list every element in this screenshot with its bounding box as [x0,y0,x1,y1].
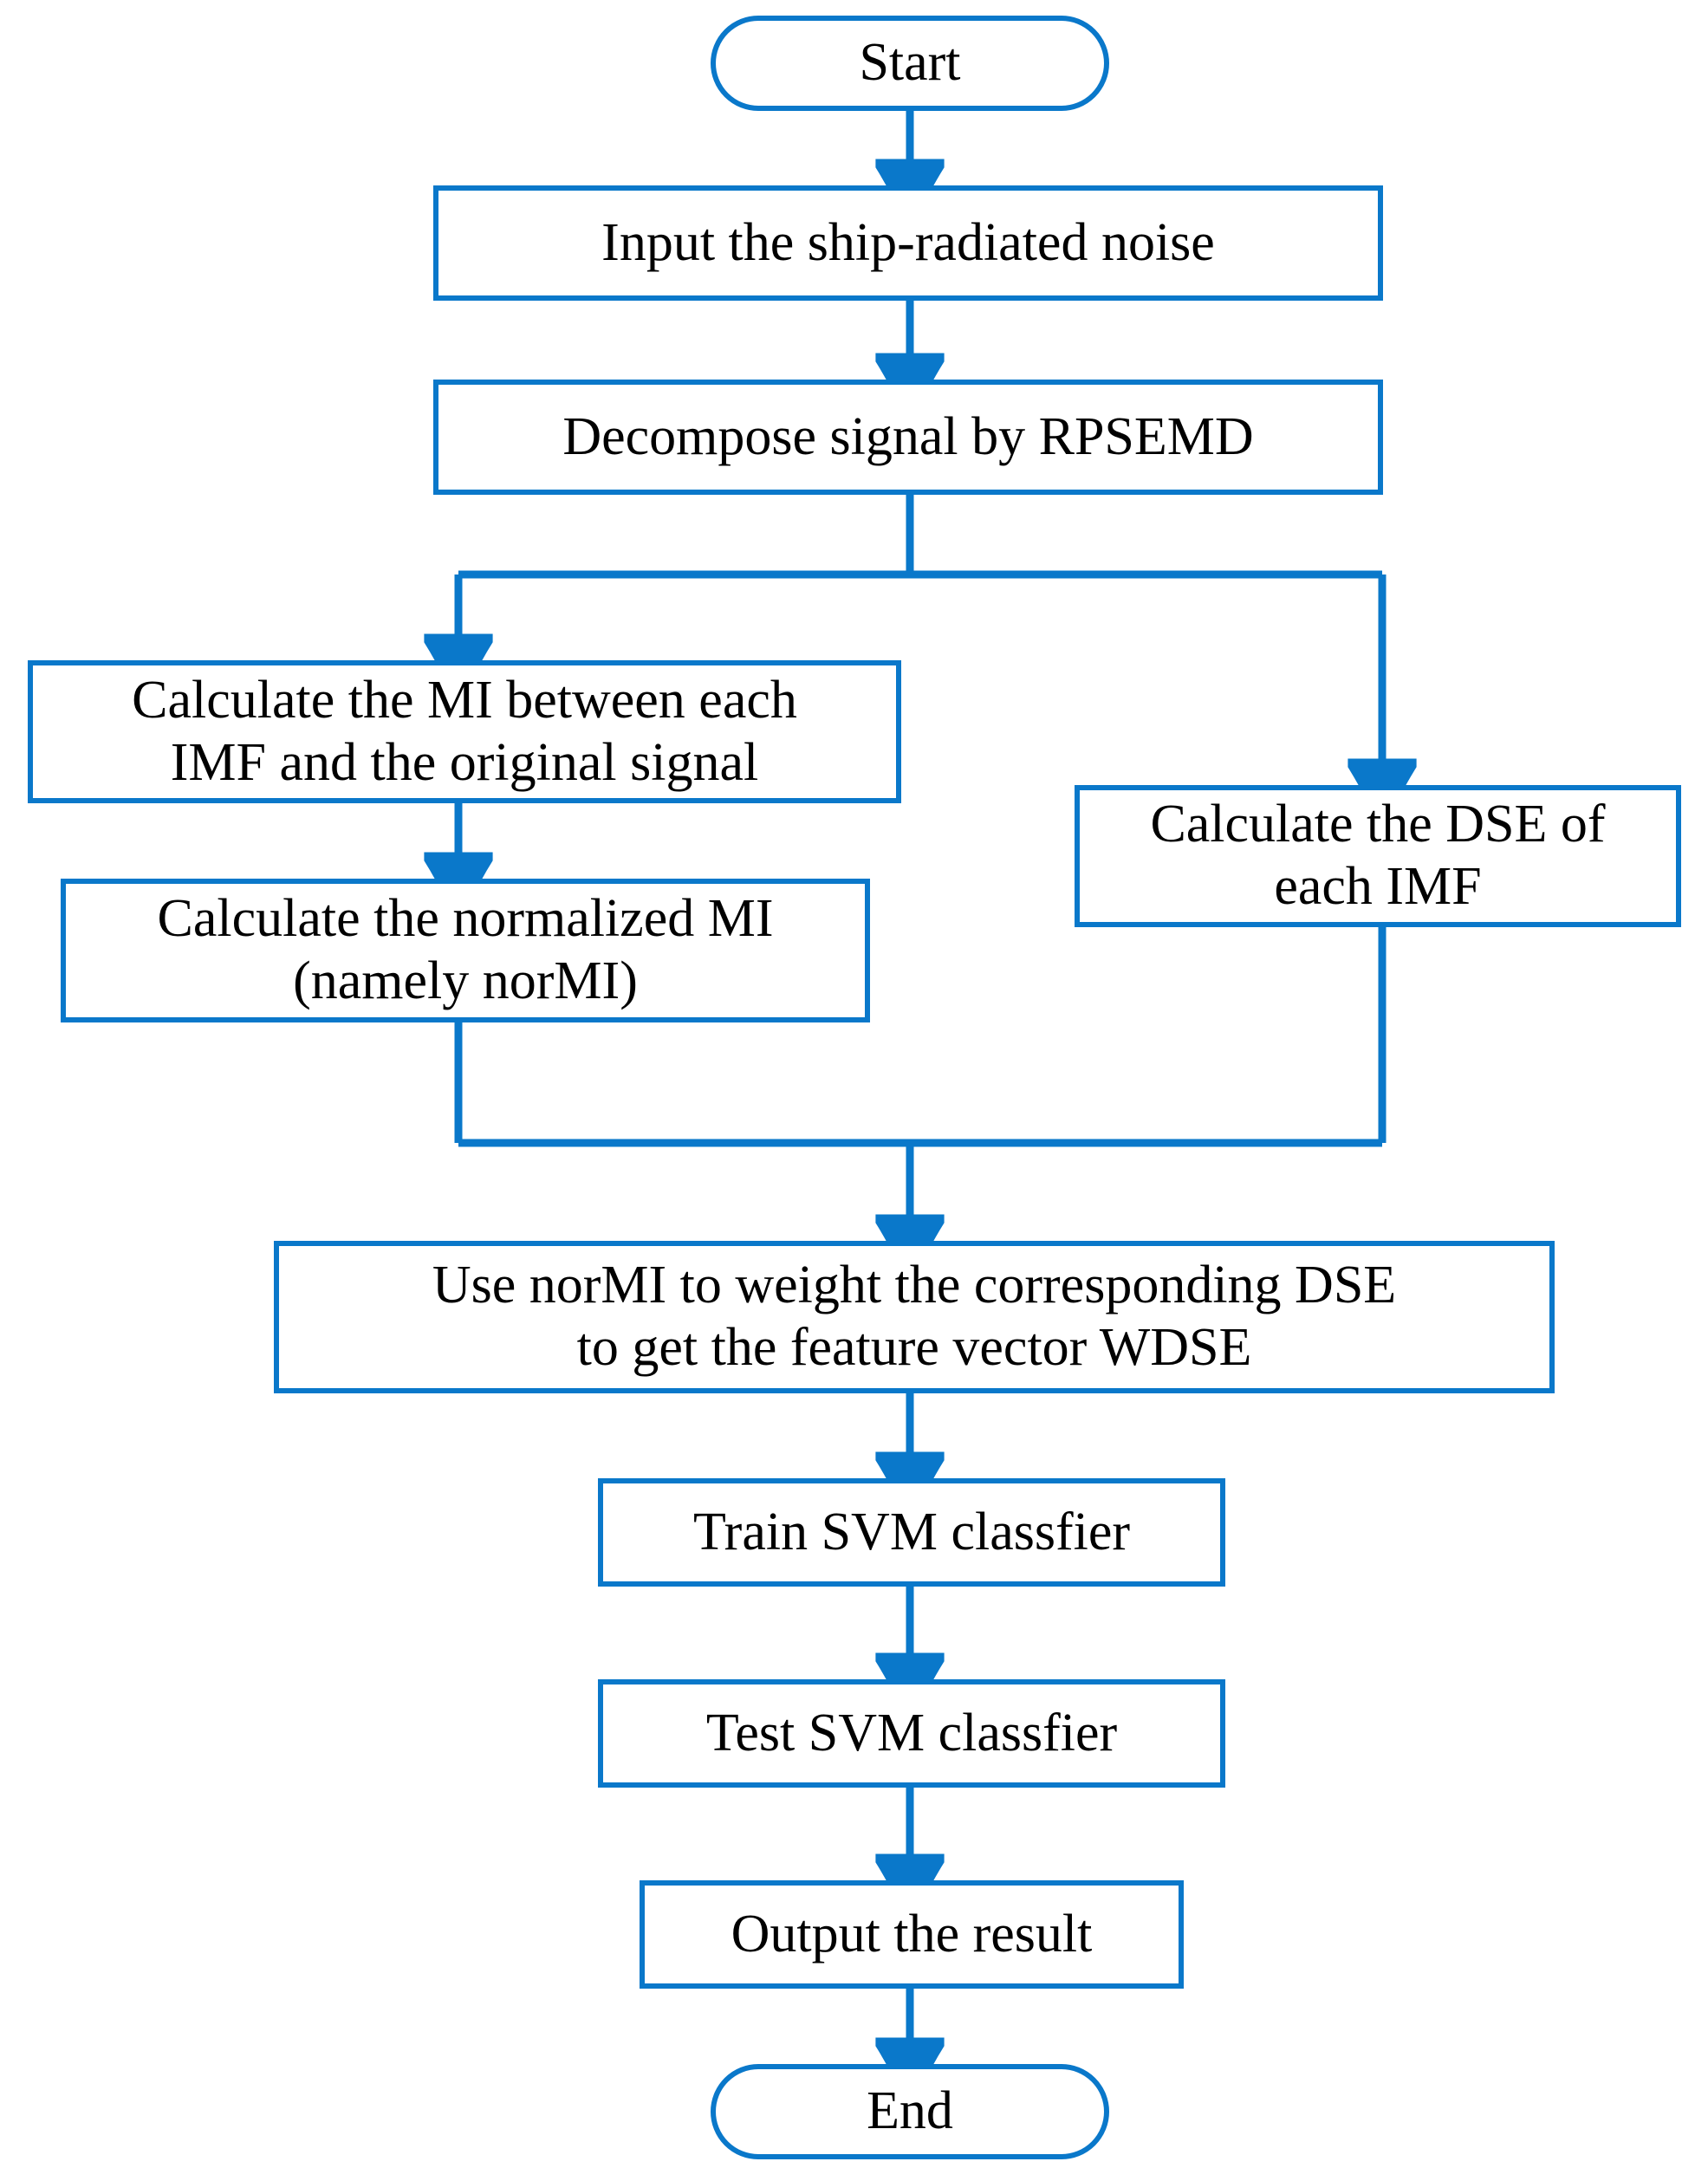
node-calculate-dse[interactable]: Calculate the DSE of each IMF [1075,785,1681,927]
node-calculate-mi-label: Calculate the MI between each IMF and th… [132,670,797,792]
node-train-svm-classifier[interactable]: Train SVM classfier [598,1478,1225,1587]
node-end[interactable]: End [711,2064,1109,2159]
node-decompose-signal-rpsemd[interactable]: Decompose signal by RPSEMD [433,380,1383,495]
node-start[interactable]: Start [711,16,1109,111]
node-test-svm-classifier[interactable]: Test SVM classfier [598,1679,1225,1788]
node-weight-dse-wdse-label: Use norMI to weight the corresponding DS… [432,1256,1397,1377]
node-input-ship-radiated-noise-label: Input the ship-radiated noise [601,212,1215,272]
node-calculate-normalized-mi[interactable]: Calculate the normalized MI (namely norM… [61,879,870,1022]
node-train-svm-classifier-label: Train SVM classfier [692,1502,1131,1561]
node-decompose-signal-rpsemd-label: Decompose signal by RPSEMD [562,406,1254,466]
node-calculate-mi[interactable]: Calculate the MI between each IMF and th… [28,660,901,803]
node-weight-dse-wdse[interactable]: Use norMI to weight the corresponding DS… [274,1241,1555,1393]
node-input-ship-radiated-noise[interactable]: Input the ship-radiated noise [433,185,1383,301]
node-output-result-label: Output the result [731,1904,1093,1964]
node-start-label: Start [859,33,961,93]
node-calculate-normalized-mi-label: Calculate the normalized MI (namely norM… [157,889,774,1010]
node-output-result[interactable]: Output the result [640,1880,1184,1989]
node-test-svm-classifier-label: Test SVM classfier [705,1703,1118,1762]
node-calculate-dse-label: Calculate the DSE of each IMF [1150,795,1606,916]
node-end-label: End [867,2081,953,2141]
